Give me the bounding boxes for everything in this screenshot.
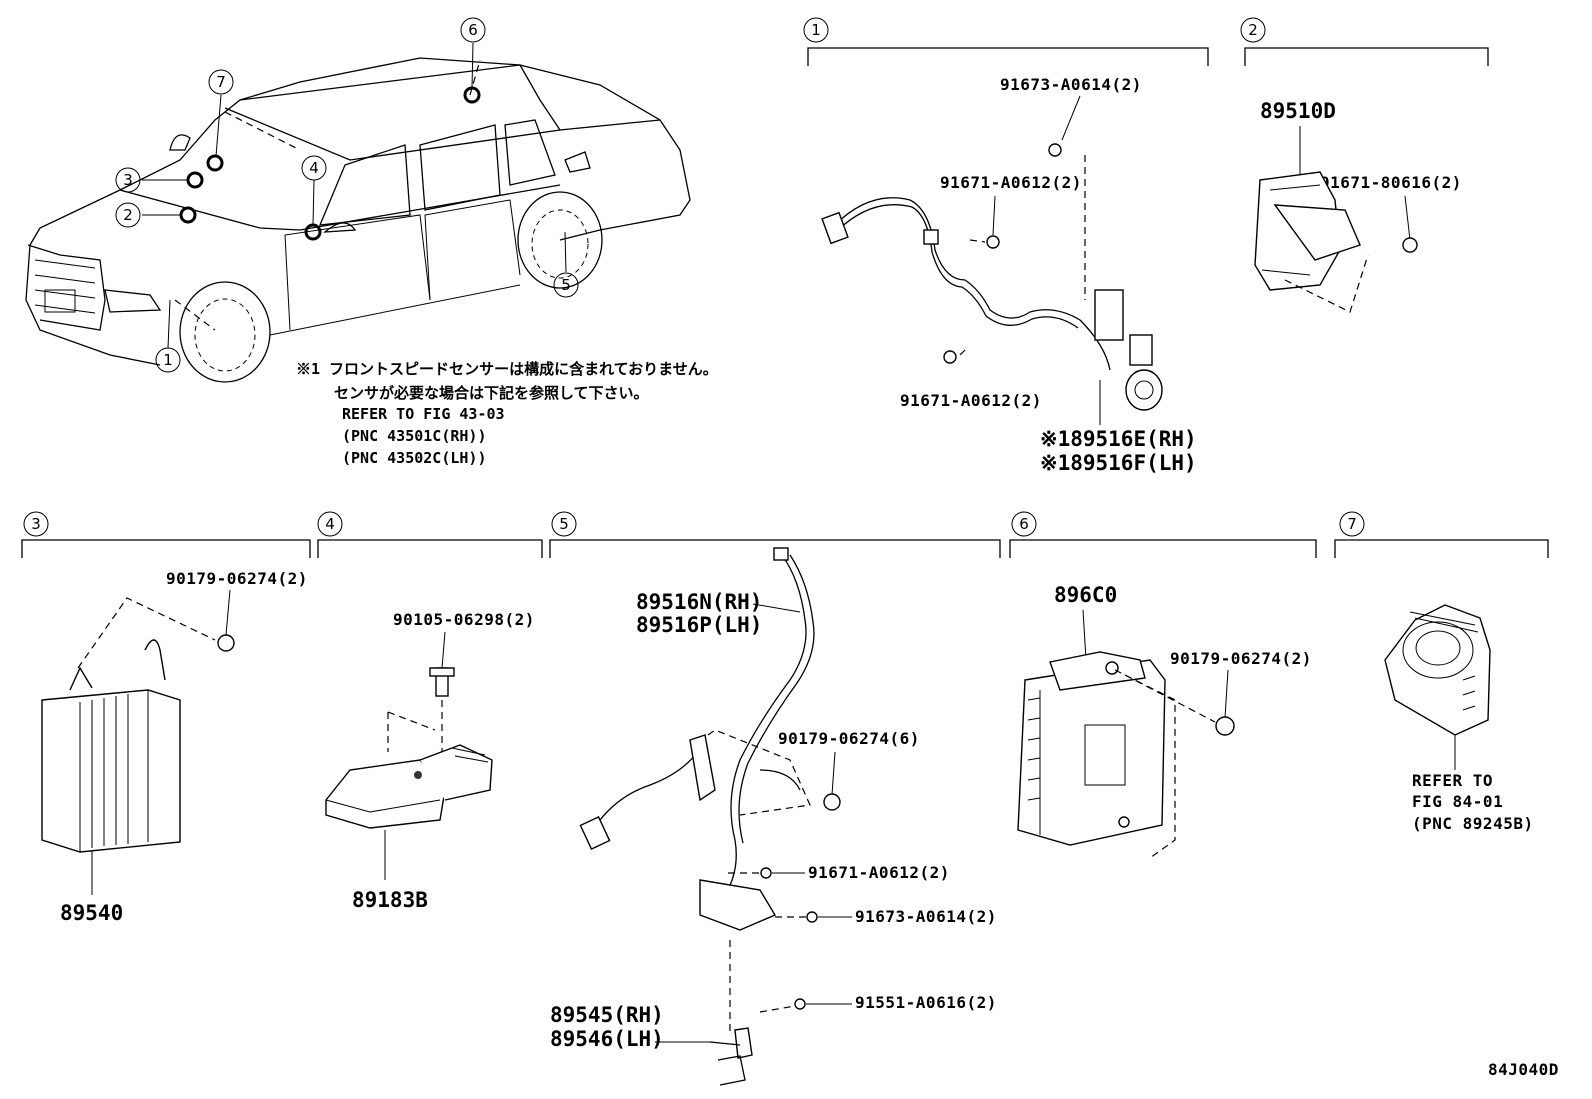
figure-id: 84J040D [1488,1060,1559,1079]
callout-1-car: 1 [163,351,173,369]
section-6: 896C0 90179-06274(2) [1017,583,1312,859]
note-line-5: (PNC 43502C(LH)) [342,449,487,467]
sec5-sensor-lh-label: 89546(LH) [550,1027,664,1051]
sec1-bolt-top-label: 91673-A0614(2) [1000,75,1142,94]
callout-7-car: 7 [216,73,226,91]
sec6-part-label: 896C0 [1054,583,1117,607]
sec3-nut-label: 90179-06274(2) [166,569,308,588]
sec2-bolt-label: 91671-80616(2) [1320,173,1462,192]
section-5-number: 5 [559,515,569,533]
sec7-line-2: FIG 84-01 [1412,792,1503,811]
callout-2-car: 2 [123,206,133,224]
sec1-bolt-low-label: 91671-A0612(2) [900,391,1042,410]
sec1-bolt-mid-label: 91671-A0612(2) [940,173,1082,192]
sec4-bolt-label: 90105-06298(2) [393,610,535,629]
section-5: 89516N(RH) 89516P(LH) 90179-06274(6) 916… [550,547,997,1086]
sec5-bolt2-label: 91673-A0614(2) [855,907,997,926]
section-3-number: 3 [31,515,41,533]
sec3-part-label: 89540 [60,901,123,925]
sec5-bolt1-label: 91671-A0612(2) [808,863,950,882]
sec4-part-label: 89183B [352,888,428,912]
callout-3-car: 3 [123,171,133,189]
section-1: 1 91673-A0614(2) 91671-A0612(2) 91671-A0… [803,17,1209,475]
sec6-nut-label: 90179-06274(2) [1170,649,1312,668]
car-illustration [25,42,691,383]
sec1-part-rh-label: ※189516E(RH) [1040,427,1197,451]
section-2-number: 2 [1248,21,1258,39]
note-line-3: REFER TO FIG 43-03 [342,405,505,423]
sec5-sensor-rh-label: 89545(RH) [550,1003,664,1027]
section-3: 90179-06274(2) 89540 [41,569,308,925]
callout-6-car: 6 [468,21,478,39]
section-7: REFER TO FIG 84-01 (PNC 89245B) [1384,604,1534,833]
sec5-bolt3-label: 91551-A0616(2) [855,993,997,1012]
section-7-number: 7 [1347,515,1357,533]
section-2: 2 89510D 91671-80616(2) [1240,17,1489,313]
sec2-part-label: 89510D [1260,99,1336,123]
sec7-line-1: REFER TO [1412,771,1493,790]
sec5-nut-label: 90179-06274(6) [778,729,920,748]
sec7-line-3: (PNC 89245B) [1412,814,1534,833]
section-4-number: 4 [325,515,335,533]
sec5-part-lh-label: 89516P(LH) [636,613,762,637]
car-callouts: 6 7 3 4 2 5 1 [115,17,579,373]
sec5-part-rh-label: 89516N(RH) [636,590,762,614]
note-block: ※1 フロントスピードセンサーは構成に含まれておりません。 センサが必要な場合は… [296,360,718,467]
callout-5-car: 5 [561,276,571,294]
note-line-2: センサが必要な場合は下記を参照して下さい。 [334,384,649,402]
section-4: 90105-06298(2) 89183B [325,610,535,912]
section-6-number: 6 [1019,515,1029,533]
note-line-4: (PNC 43501C(RH)) [342,427,487,445]
section-1-number: 1 [811,21,821,39]
note-line-1: ※1 フロントスピードセンサーは構成に含まれておりません。 [296,360,718,378]
section-headers-row2: 3 4 5 6 7 [21,511,1549,558]
sec1-part-lh-label: ※189516F(LH) [1040,451,1197,475]
callout-4-car: 4 [309,159,319,177]
